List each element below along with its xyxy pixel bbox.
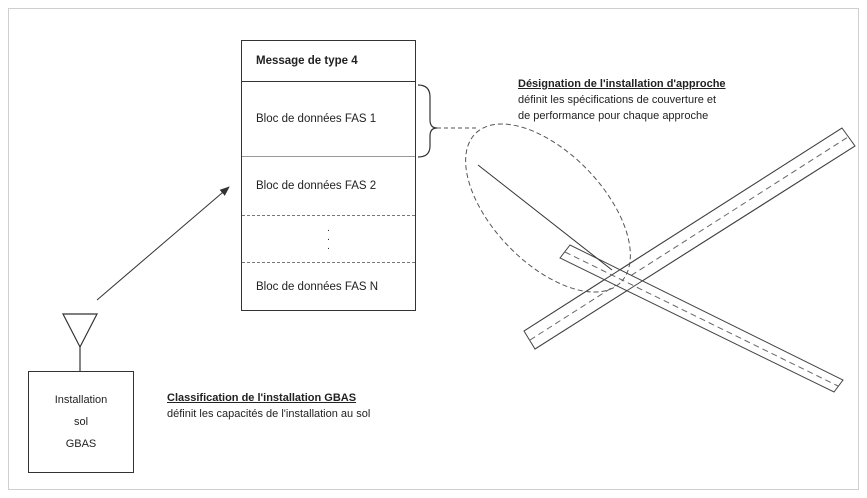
classification-label-line1: définit les capacités de l'installation …	[167, 408, 371, 420]
gbas-ground-station-box: Installation sol GBAS	[28, 371, 134, 473]
diagram-frame	[8, 8, 859, 490]
ground-station-line: GBAS	[65, 438, 97, 450]
gbas-classification-label: Classification de l'installation GBAS dé…	[167, 390, 457, 422]
antenna-icon	[62, 313, 98, 371]
ellipsis-dots: · · ·	[242, 216, 415, 263]
ground-station-line: Installation	[54, 394, 108, 406]
fas1-brace	[417, 84, 438, 158]
approach-label-line1: définit les spécifications de couverture…	[518, 94, 717, 106]
approach-coverage-ellipse	[465, 123, 631, 293]
dot: ·	[326, 233, 331, 245]
message-type4-box: Message de type 4 Bloc de données FAS 1 …	[241, 40, 416, 311]
approach-path-line	[477, 164, 613, 271]
fas-block-2: Bloc de données FAS 2	[242, 157, 415, 216]
message-title: Message de type 4	[242, 41, 415, 82]
fas-block-1: Bloc de données FAS 1	[242, 82, 415, 157]
ground-station-line: sol	[73, 416, 89, 428]
runway-cross	[523, 127, 856, 393]
approach-designation-label: Désignation de l'installation d'approche…	[518, 76, 788, 124]
dot: ·	[326, 242, 331, 254]
fas-block-n: Bloc de données FAS N	[256, 281, 379, 293]
approach-label-line2: de performance pour chaque approche	[518, 110, 709, 122]
transmission-arrow	[96, 186, 230, 301]
approach-label-title: Désignation de l'installation d'approche	[518, 78, 726, 90]
classification-label-title: Classification de l'installation GBAS	[167, 392, 357, 404]
dot: ·	[326, 224, 331, 236]
